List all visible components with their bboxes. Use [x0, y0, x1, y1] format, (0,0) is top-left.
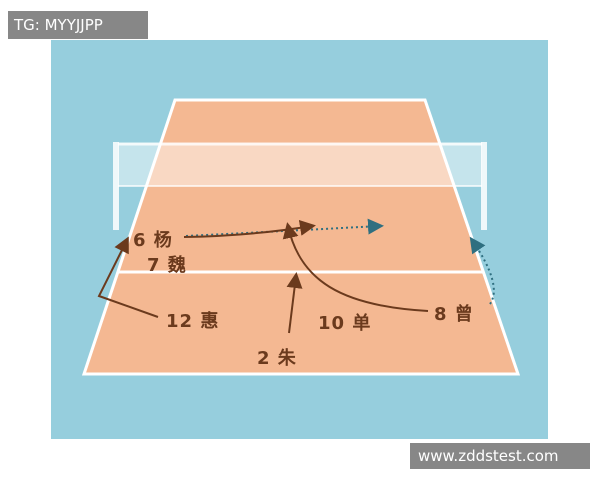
player-label-12: 12 惠: [166, 311, 220, 332]
player-label-10: 10 单: [318, 313, 372, 334]
player-label-2: 2 朱: [257, 348, 297, 369]
arrow-8-dotted-right: [469, 236, 495, 305]
arrow-12-to-6: [97, 236, 159, 318]
net-post-right: [481, 142, 487, 230]
arrow-2-up: [286, 272, 303, 334]
net: [118, 143, 482, 186]
net-post-left: [113, 142, 119, 230]
arrow-6-dotted-pass: [185, 218, 384, 237]
watermark-bottom-right: www.zddstest.com: [410, 443, 590, 469]
watermark-top-left: TG: MYYJJPP: [8, 11, 148, 39]
player-label-6: 6 杨: [133, 230, 173, 251]
court-surface: [81, 98, 521, 376]
player-label-7: 7 魏: [147, 255, 187, 276]
arrow-8-curve: [282, 222, 429, 312]
player-label-8: 8 曾: [434, 304, 474, 325]
